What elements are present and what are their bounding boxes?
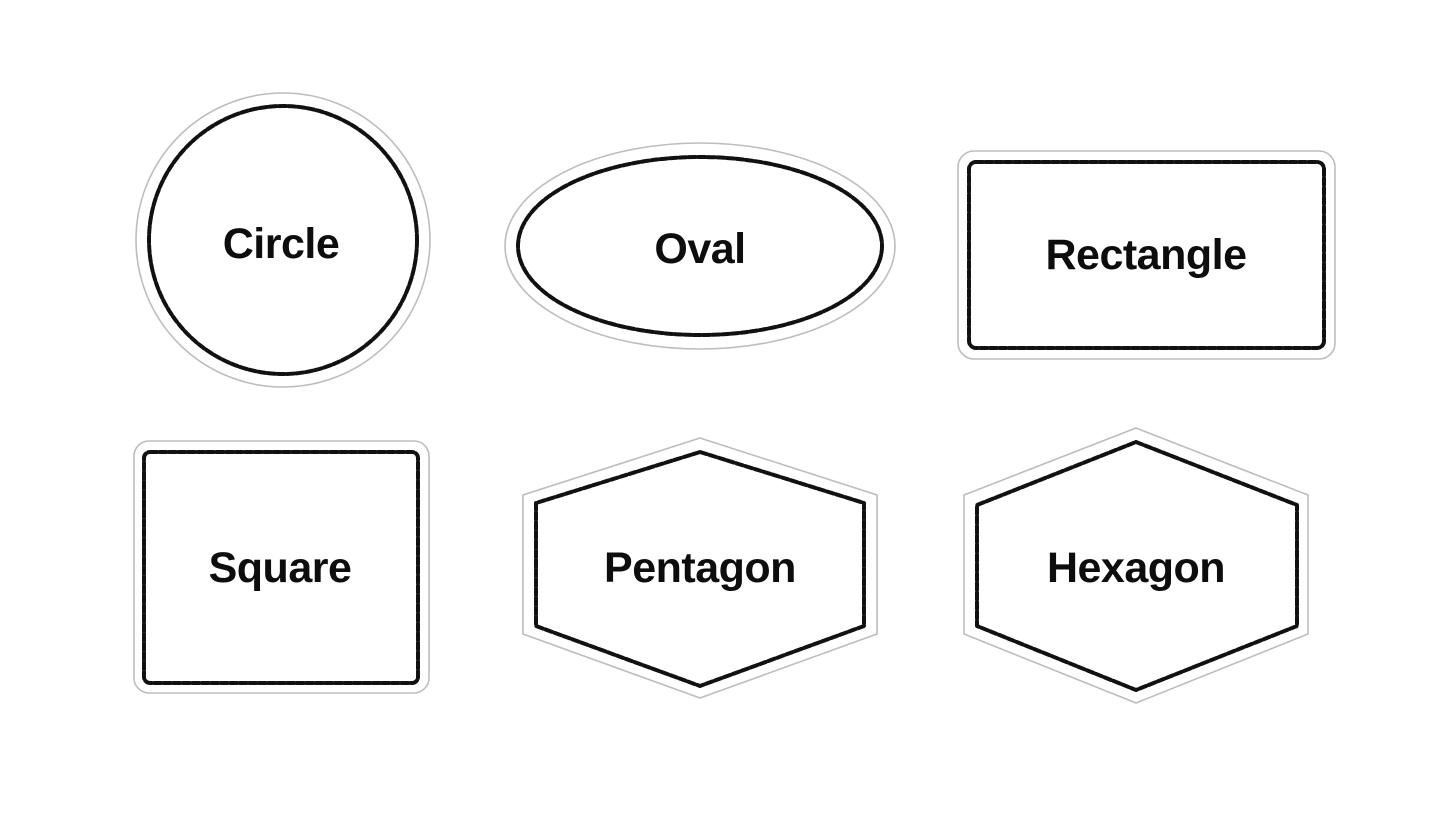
hexagon-label: Hexagon [1047, 544, 1225, 592]
square-shape: Square [133, 440, 430, 694]
pentagon-outline [522, 437, 878, 699]
circle-shape: Circle [135, 92, 431, 388]
square-label: Square [209, 544, 352, 592]
rectangle-shape: Rectangle [957, 150, 1336, 360]
hexagon-stitch [975, 440, 1299, 692]
oval-stitch [516, 155, 884, 337]
square-stitch [142, 450, 420, 685]
rectangle-label: Rectangle [1045, 231, 1246, 279]
pentagon-label: Pentagon [604, 544, 796, 592]
rectangle-outline [957, 150, 1336, 360]
oval-shape: Oval [504, 142, 896, 350]
hexagon-shape: Hexagon [963, 427, 1309, 704]
rectangle-stitch [967, 160, 1326, 350]
circle-label: Circle [223, 220, 340, 268]
pentagon-shape: Pentagon [522, 437, 878, 699]
hexagon-outline [963, 427, 1309, 704]
square-outline [133, 440, 430, 694]
pentagon-stitch [534, 450, 866, 688]
circle-stitch [147, 104, 419, 376]
oval-label: Oval [654, 225, 745, 273]
oval-outline [504, 142, 896, 350]
circle-outline [135, 92, 431, 388]
